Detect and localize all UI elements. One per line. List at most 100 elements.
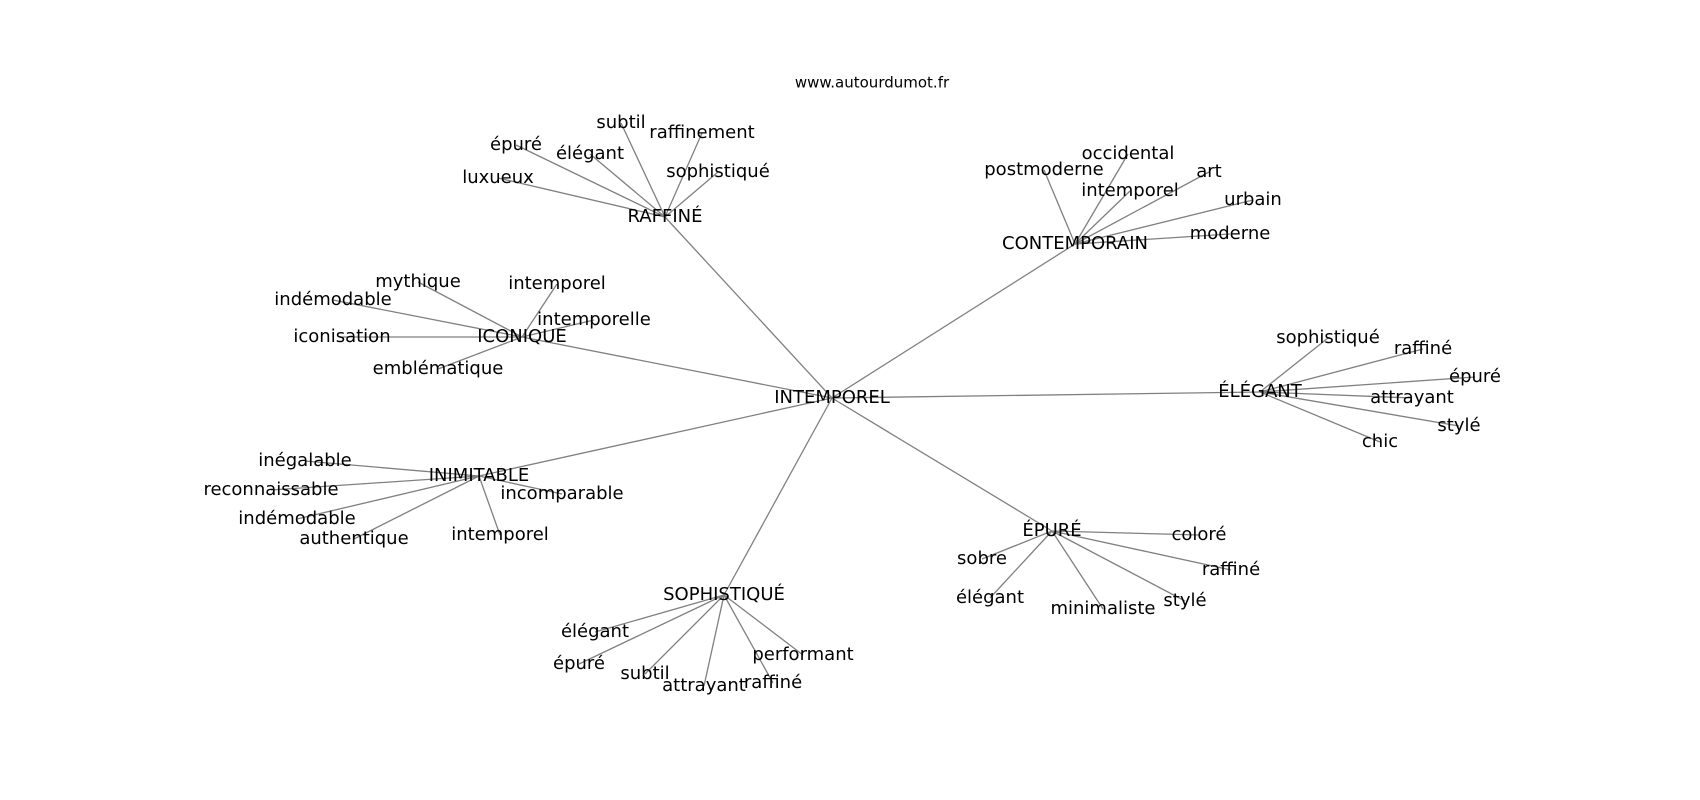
word-node-label: attrayant xyxy=(1370,387,1454,408)
word-node-label: postmoderne xyxy=(984,159,1104,180)
word-node-label: intemporel xyxy=(1081,180,1179,201)
edge-hub-word xyxy=(1051,530,1104,610)
edge-hub-word xyxy=(644,594,725,675)
word-node-label: chic xyxy=(1362,431,1398,452)
word-node-label: iconisation xyxy=(293,326,390,347)
word-node-label: élégant xyxy=(556,143,624,164)
word-node-label: subtil xyxy=(620,663,669,684)
edge-hub-word xyxy=(703,594,725,687)
hub-node-label: ÉPURÉ xyxy=(1022,519,1081,541)
edge-hub-word xyxy=(1051,530,1200,536)
edge-hub-word xyxy=(1259,391,1381,443)
word-node-label: épuré xyxy=(1449,366,1501,387)
word-node-label: épuré xyxy=(553,653,605,674)
edge-hub-word xyxy=(478,475,563,495)
word-node-label: indémodable xyxy=(274,289,391,310)
source-watermark: www.autourdumot.fr xyxy=(795,74,950,92)
edge-hub-word xyxy=(270,475,480,491)
edge-hub-word xyxy=(989,530,1053,599)
word-node-label: subtil xyxy=(596,112,645,133)
edge-hub-word xyxy=(521,319,595,338)
hub-node-label: INIMITABLE xyxy=(429,465,530,486)
word-node-label: authentique xyxy=(299,528,408,549)
hub-node-label: SOPHISTIQUÉ xyxy=(663,583,785,605)
word-node-label: attrayant xyxy=(662,675,746,696)
edge-hub-word xyxy=(304,460,480,477)
word-node-label: luxueux xyxy=(462,167,534,188)
edge-hub-word xyxy=(981,530,1053,560)
word-node-label: sophistiqué xyxy=(666,161,770,182)
word-node-label: performant xyxy=(752,644,853,665)
edge-hub-word xyxy=(1259,391,1460,427)
edge-hub-word xyxy=(1051,530,1232,571)
hub-node-label: RAFFINÉ xyxy=(628,205,703,227)
word-node-label: occidental xyxy=(1082,143,1175,164)
word-node-label: stylé xyxy=(1163,590,1206,611)
word-node-label: élégant xyxy=(956,587,1024,608)
word-node-label: minimaliste xyxy=(1050,598,1155,619)
edge-hub-word xyxy=(1074,233,1231,245)
edge-hub-word xyxy=(296,475,480,520)
word-node-label: sobre xyxy=(957,548,1007,569)
edge-hub-word xyxy=(521,283,558,338)
edge-hub-word xyxy=(353,475,480,540)
edge-hub-word xyxy=(664,132,703,218)
edge-center-hub xyxy=(831,391,1261,399)
edge-hub-word xyxy=(723,594,804,656)
word-node-label: inégalable xyxy=(258,450,351,471)
edge-hub-word xyxy=(1074,199,1254,245)
edge-hub-word xyxy=(589,153,666,218)
edge-hub-word xyxy=(723,594,774,684)
word-node-label: art xyxy=(1196,161,1222,182)
word-node-label: épuré xyxy=(490,134,542,155)
word-node-label: raffiné xyxy=(1394,338,1452,359)
edge-center-hub xyxy=(478,397,833,477)
edge-hub-word xyxy=(1259,376,1476,393)
edge-hub-word xyxy=(515,144,666,218)
edge-hub-word xyxy=(1051,530,1186,602)
edge-center-hub xyxy=(831,243,1076,399)
edge-hub-word xyxy=(1043,169,1076,245)
word-node-label: sophistiqué xyxy=(1276,327,1380,348)
edge-center-hub xyxy=(831,397,1053,532)
hub-node-label: CONTEMPORAIN xyxy=(1002,233,1148,254)
edge-center-hub xyxy=(723,397,833,596)
edge-hub-word xyxy=(620,122,666,218)
word-node-label: stylé xyxy=(1437,415,1480,436)
edge-hub-word xyxy=(332,299,523,338)
edge-hub-word xyxy=(1074,171,1210,245)
word-node-label: indémodable xyxy=(238,508,355,529)
word-node-label: intemporelle xyxy=(537,309,651,330)
word-node-label: raffiné xyxy=(744,672,802,693)
edge-hub-word xyxy=(578,594,725,665)
word-node-label: moderne xyxy=(1190,223,1271,244)
word-node-label: intemporel xyxy=(508,273,606,294)
word-node-label: emblématique xyxy=(373,358,504,379)
labels-layer: INTEMPOREL RAFFINÉ luxueux épuré élégant subt… xyxy=(203,112,1501,696)
word-node-label: incomparable xyxy=(500,483,623,504)
edge-hub-word xyxy=(497,177,666,218)
word-node-label: urbain xyxy=(1224,189,1282,210)
edge-hub-word xyxy=(1259,391,1413,399)
word-node-label: raffiné xyxy=(1202,559,1260,580)
hub-node-label: ICONIQUE xyxy=(477,326,567,347)
edge-hub-word xyxy=(1074,190,1131,245)
word-node-label: mythique xyxy=(375,271,461,292)
edge-hub-word xyxy=(664,171,719,218)
edge-hub-word xyxy=(417,281,523,338)
hub-node-label: ÉLÉGANT xyxy=(1218,380,1303,402)
center-node-label: INTEMPOREL xyxy=(774,387,890,408)
word-node-label: intemporel xyxy=(451,524,549,545)
word-node-label: reconnaissable xyxy=(203,479,338,500)
edge-hub-word xyxy=(1259,348,1424,393)
edge-hub-word xyxy=(1259,337,1329,393)
edge-hub-word xyxy=(437,336,523,370)
edge-center-hub xyxy=(521,336,833,399)
word-node-label: coloré xyxy=(1171,524,1226,545)
edge-center-hub xyxy=(664,216,833,399)
edge-hub-word xyxy=(1074,153,1129,245)
edge-hub-word xyxy=(478,475,501,536)
word-node-label: raffinement xyxy=(649,122,754,143)
